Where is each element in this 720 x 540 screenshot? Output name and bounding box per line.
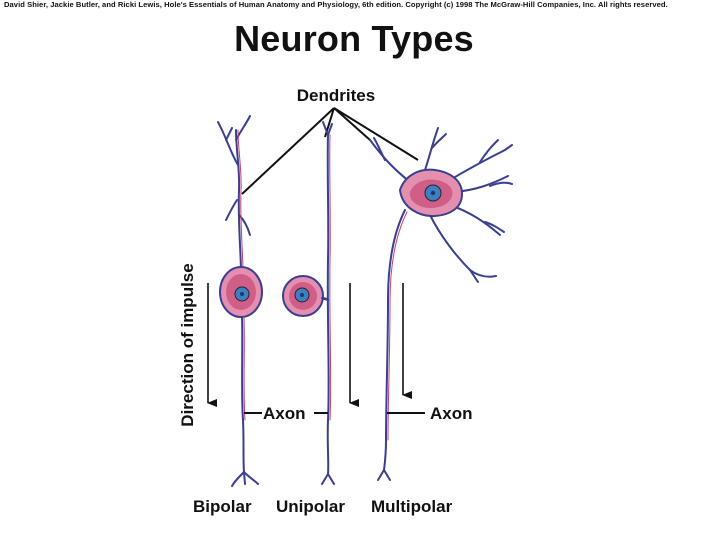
dendrites-label: Dendrites	[297, 86, 375, 105]
bipolar-neuron	[217, 115, 263, 487]
title-text: Neuron Types	[234, 18, 474, 59]
copyright-notice: David Shier, Jackie Butler, and Ricki Le…	[4, 0, 668, 9]
unipolar-neuron	[282, 121, 335, 485]
axon-label-left: Axon	[263, 404, 306, 423]
page-title: Neuron Types	[0, 18, 720, 60]
direction-of-impulse-label: Direction of impulse	[178, 263, 197, 426]
label-bipolar: Bipolar	[193, 497, 252, 516]
axon-label-right: Axon	[430, 404, 473, 423]
direction-arrows	[207, 283, 412, 407]
multipolar-neuron	[369, 127, 513, 481]
label-multipolar: Multipolar	[371, 497, 453, 516]
label-unipolar: Unipolar	[276, 497, 345, 516]
